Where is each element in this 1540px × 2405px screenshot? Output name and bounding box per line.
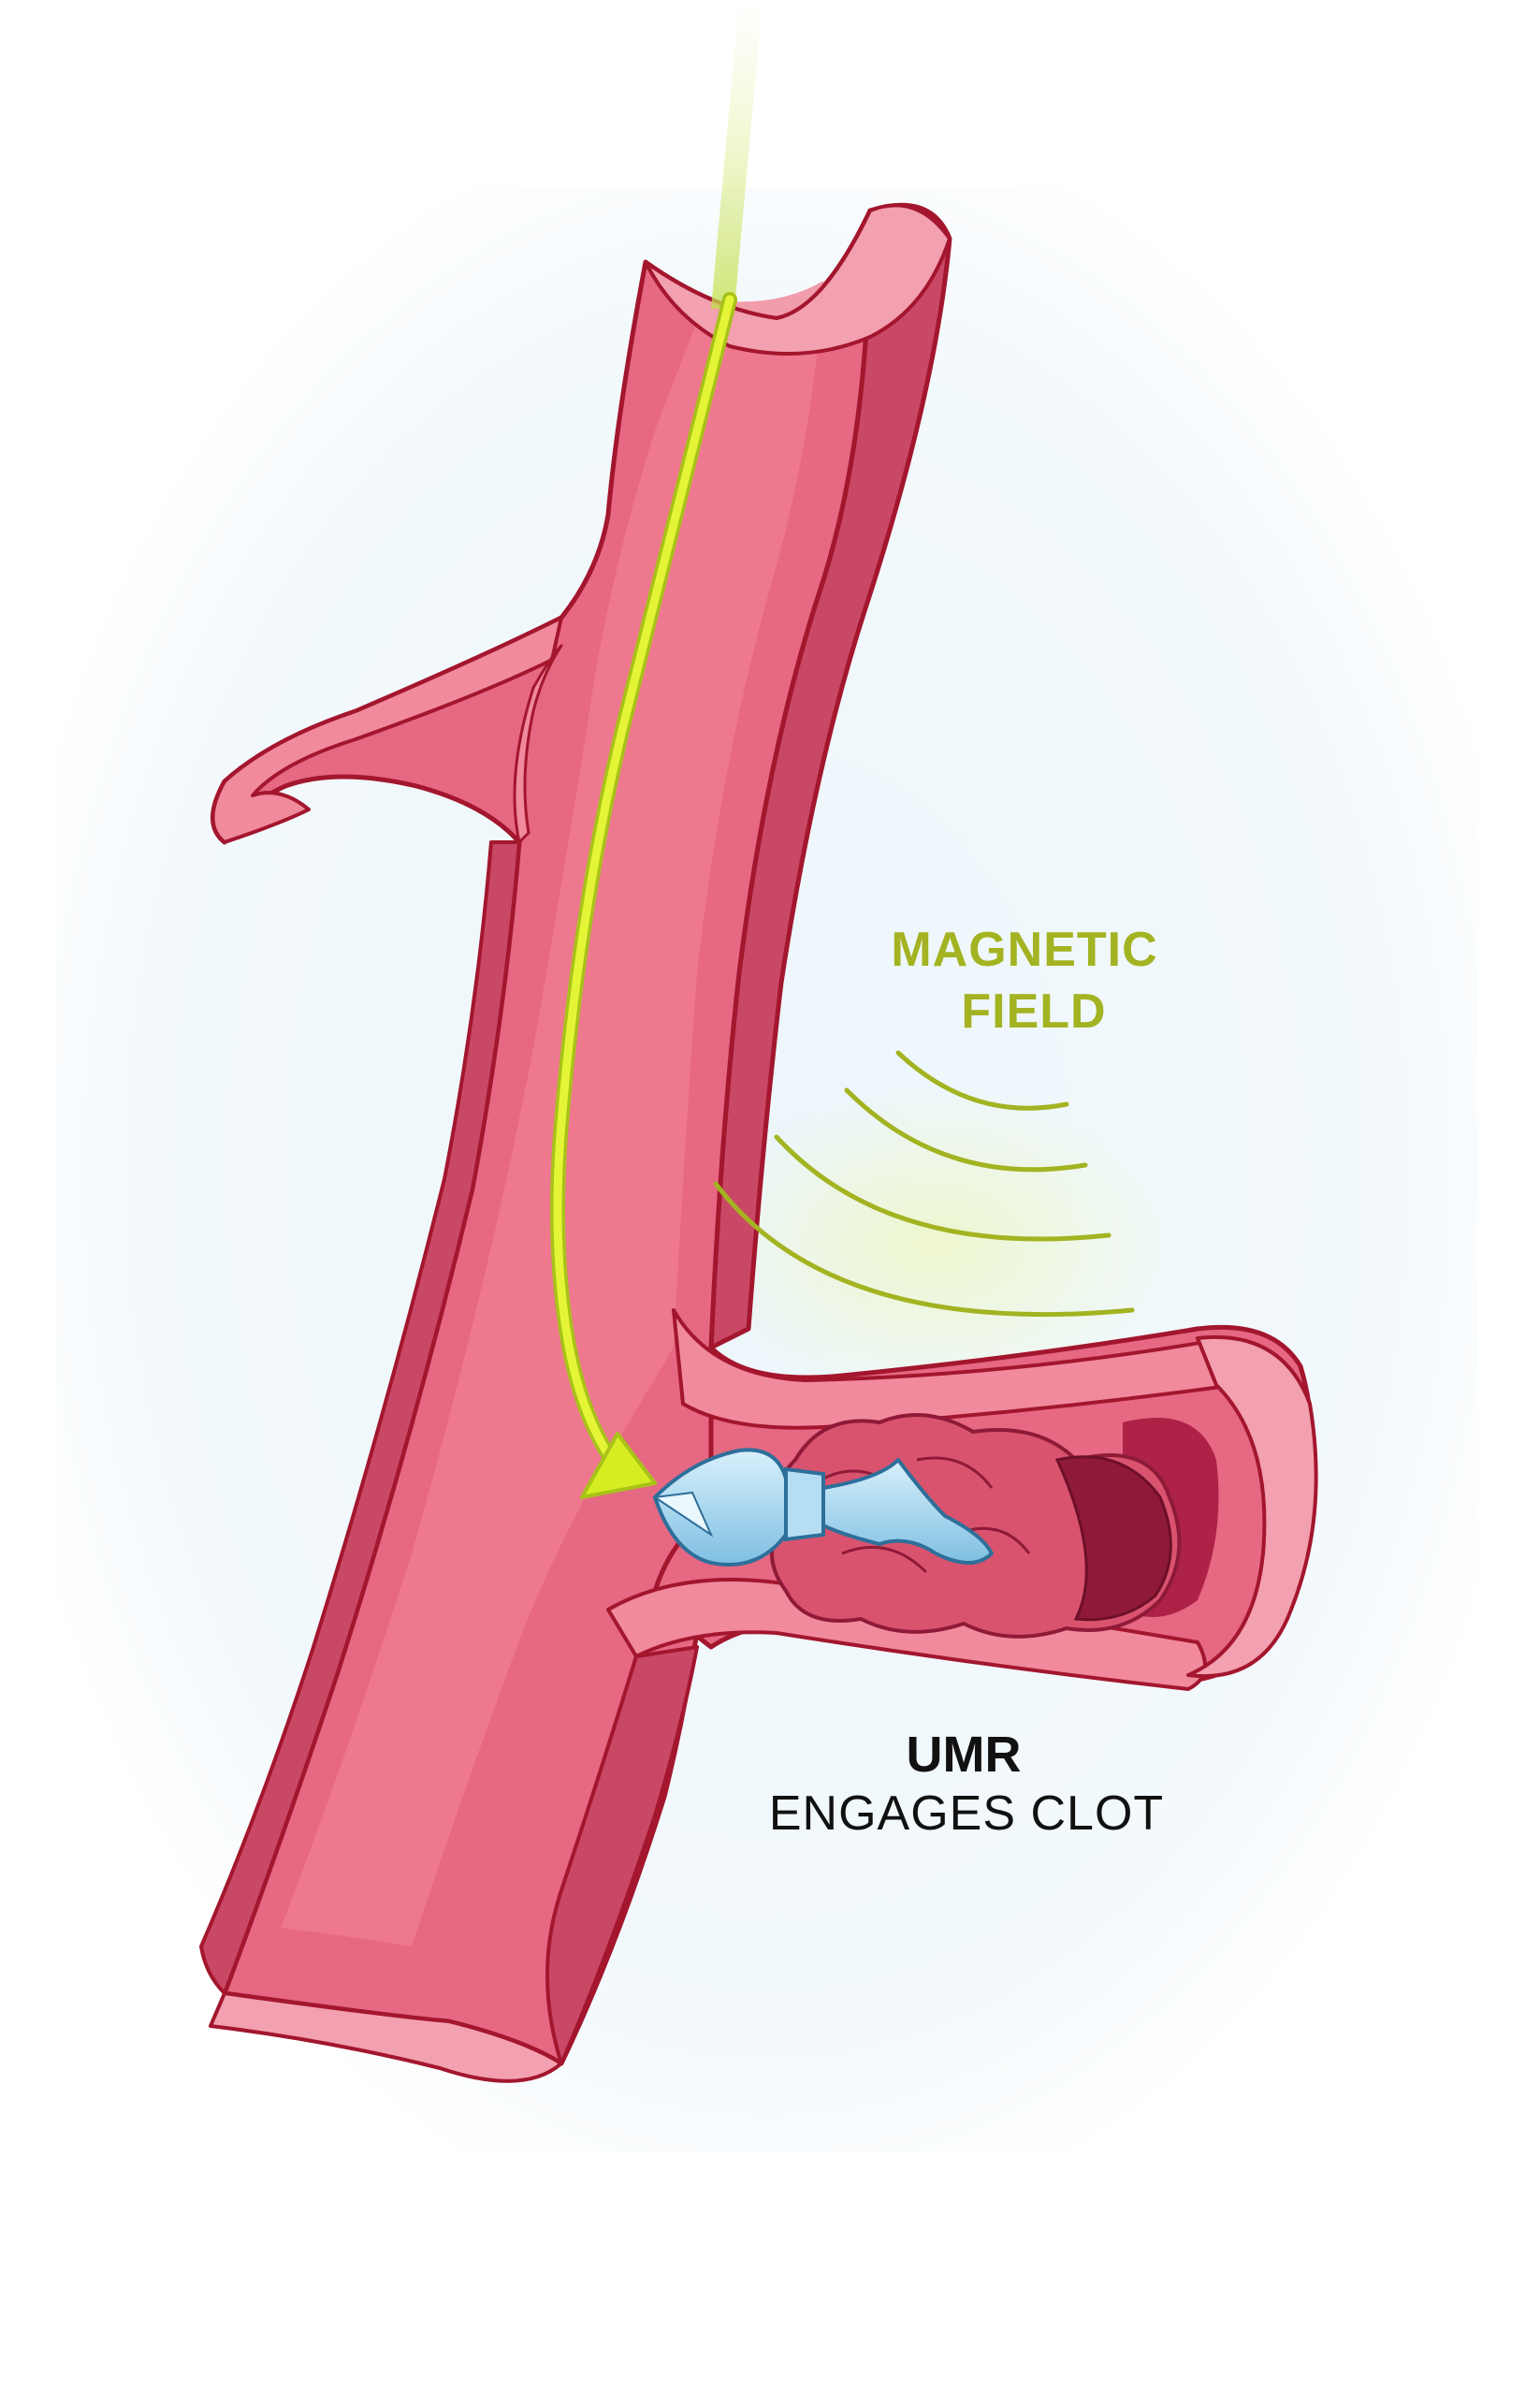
branch-opening (513, 644, 563, 844)
umr-label: UMR (907, 1727, 1022, 1783)
field-wave-2 (844, 1087, 1088, 1173)
navigation-path-arrow (550, 292, 737, 1499)
field-wave-4 (713, 1181, 1135, 1318)
vessel-inner-left-wall (199, 840, 521, 1995)
engages-clot-label: ENGAGES CLOT (769, 1786, 1164, 1841)
umr-robot-icon (652, 1448, 994, 1567)
magnetic-label: MAGNETIC (891, 923, 1157, 977)
field-wave-3 (774, 1134, 1111, 1242)
side-channel-opening (1186, 1334, 1318, 1679)
field-label: FIELD (961, 984, 1106, 1039)
clot-icon (770, 1413, 1182, 1639)
vessel-lumen (281, 281, 823, 1946)
vessel-branch (211, 616, 563, 844)
field-wave-1 (895, 1050, 1069, 1111)
vessel-lower-right-wall (545, 1645, 699, 2065)
blood-vessel (199, 202, 1318, 2083)
entry-beam (711, 0, 763, 309)
field-glow (692, 1086, 1179, 1404)
magnetic-field-waves (713, 1050, 1135, 1318)
